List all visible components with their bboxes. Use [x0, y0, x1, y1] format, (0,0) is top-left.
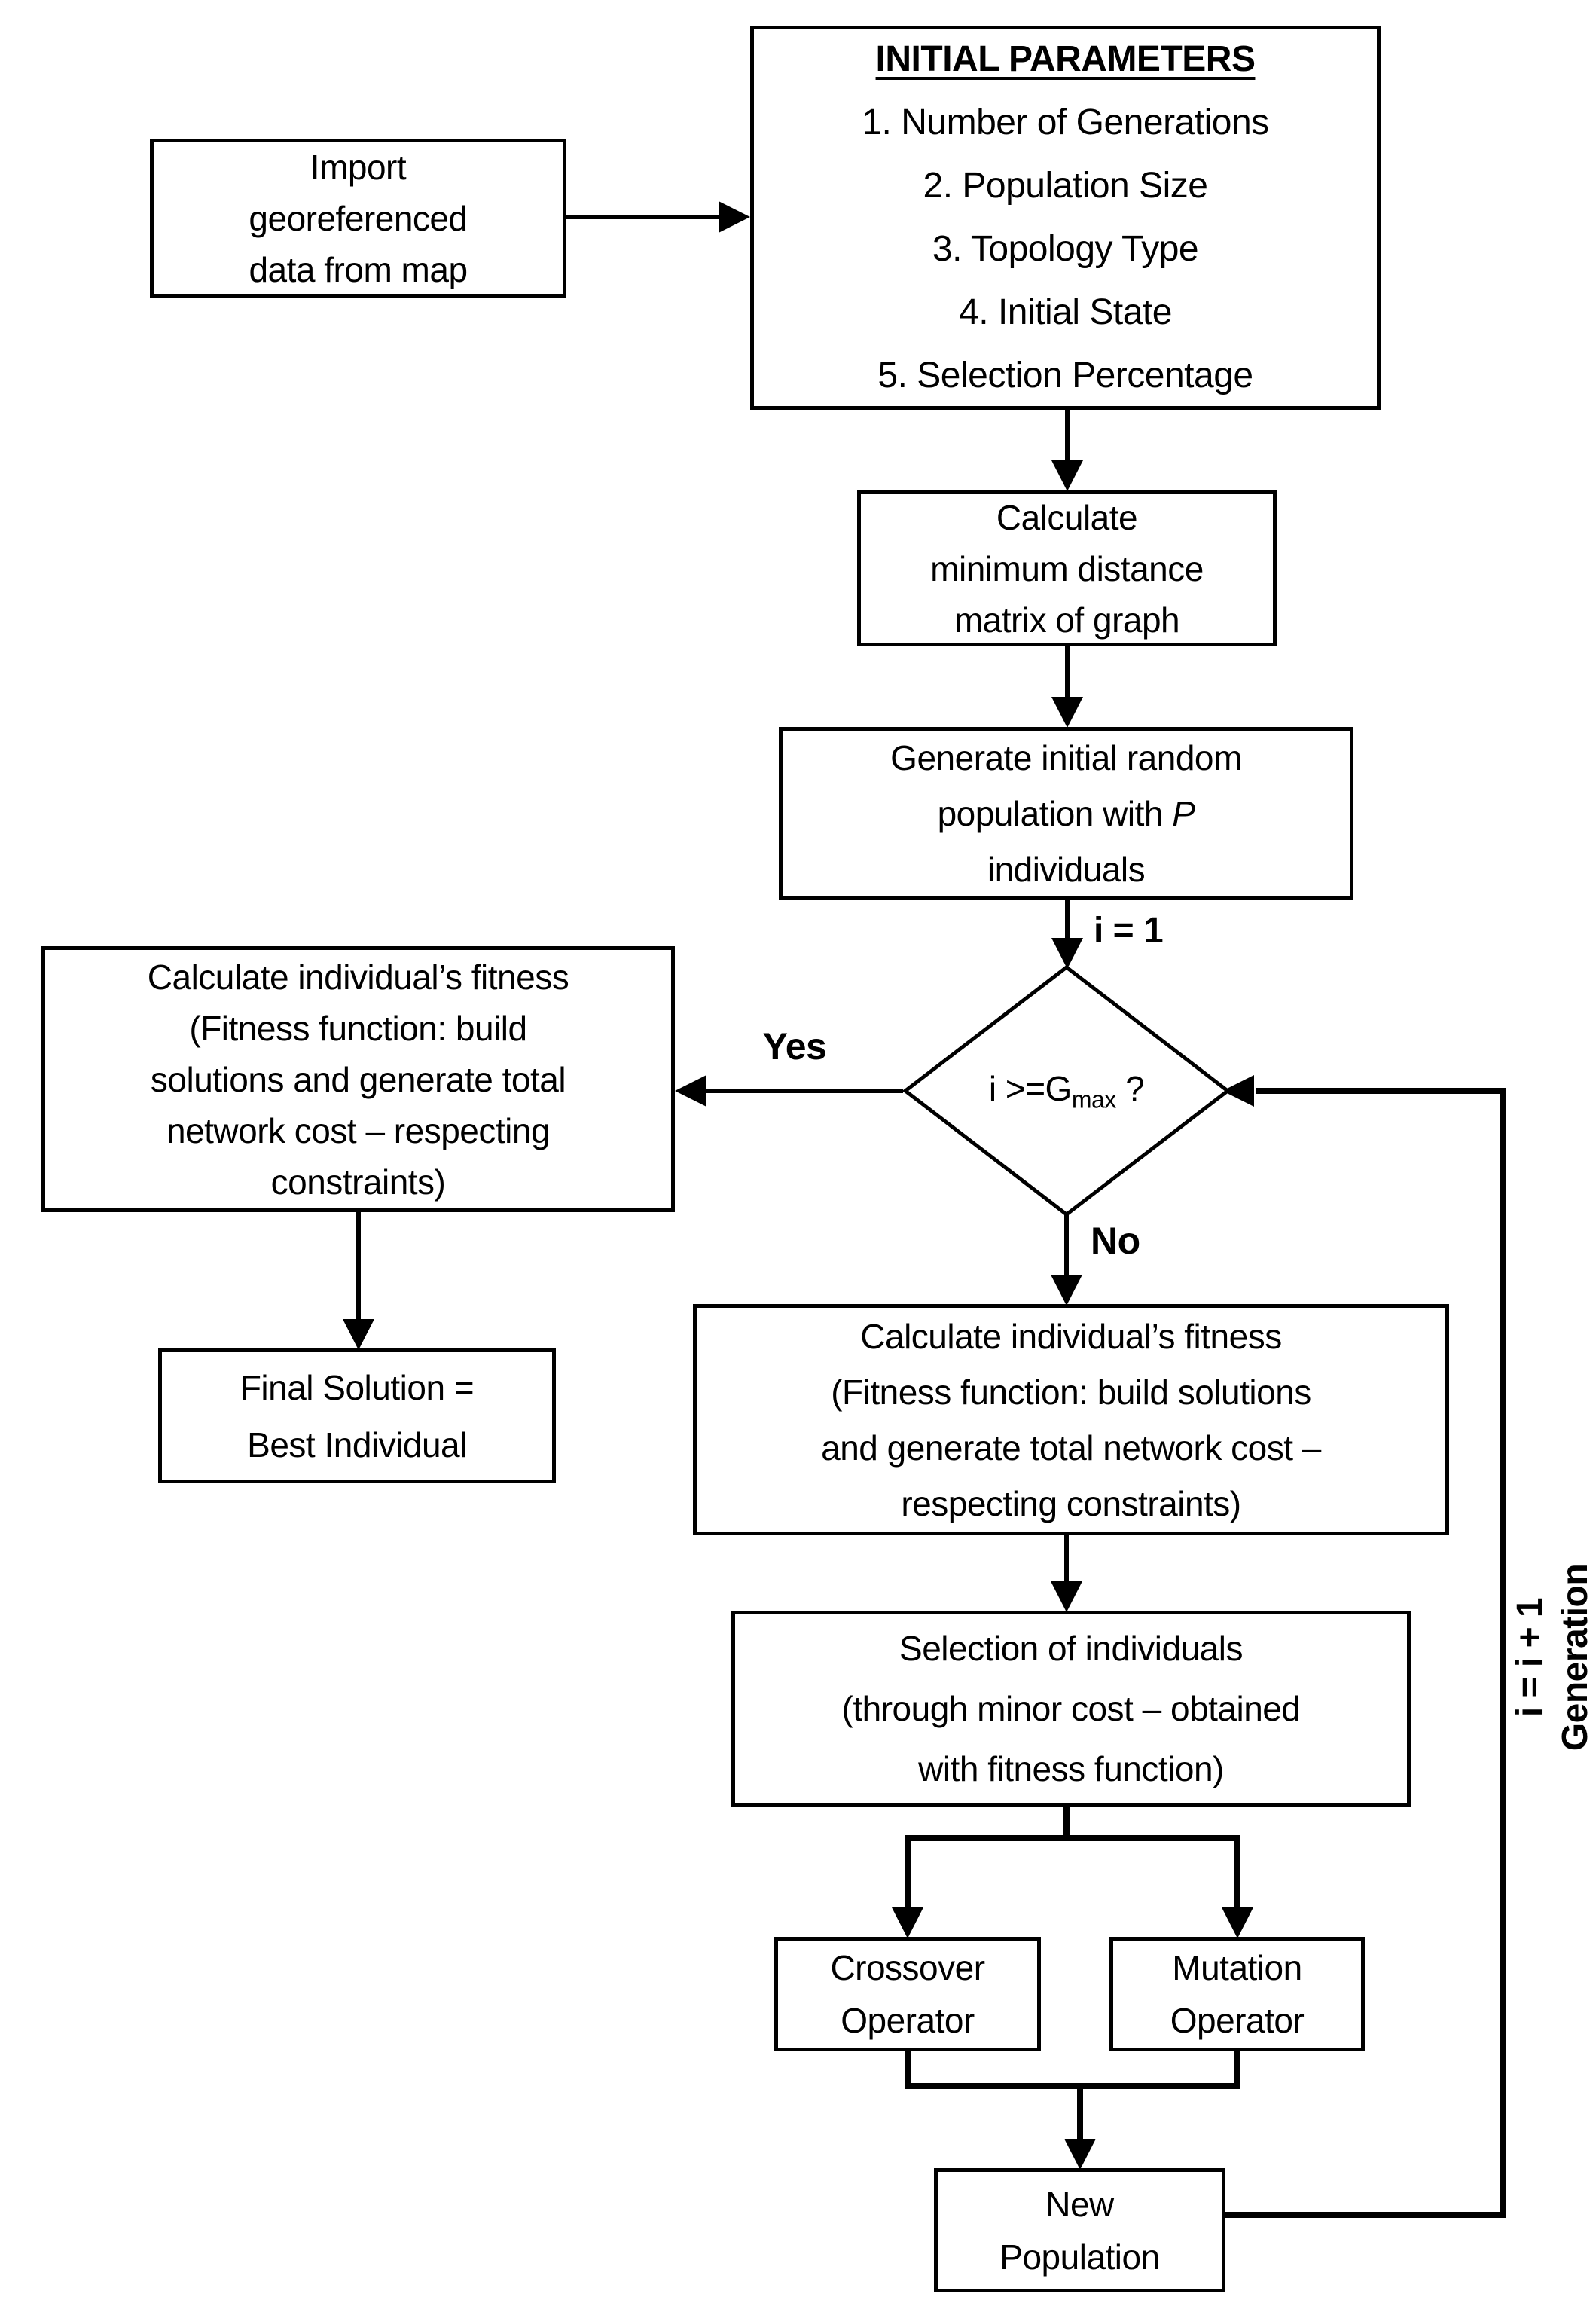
decision-prefix: i >=G: [988, 1068, 1073, 1108]
generate-population-suffix: individuals: [987, 850, 1146, 889]
params-item-initial-state: 4. Initial State: [959, 292, 1172, 332]
decision-expression: i >=Gmax ?: [988, 1068, 1145, 1114]
generation-line: Generation: [1555, 1563, 1595, 1752]
fitness-no-text: Calculate individual’s fitness (Fitness …: [821, 1316, 1321, 1523]
crossover-operator-text: Crossover Operator: [830, 1948, 985, 2040]
decision-subscript: max: [1071, 1086, 1116, 1113]
decision-diamond-shape: [902, 964, 1231, 1217]
initial-parameters-title: INITIAL PARAMETERS: [875, 39, 1256, 79]
split-to-operators: [905, 1804, 1240, 1909]
decision-suffix: ?: [1115, 1068, 1145, 1108]
generate-population-box: Generate initial random population with …: [779, 727, 1353, 900]
import-data-box: Import georeferenced data from map: [150, 139, 566, 298]
initial-parameters-box: INITIAL PARAMETERS 1. Number of Generati…: [750, 26, 1381, 410]
final-solution-text: Final Solution = Best Individual: [240, 1367, 475, 1465]
fitness-yes-text: Calculate individual’s fitness (Fitness …: [147, 957, 569, 1202]
arrow-lines: [356, 215, 1506, 2218]
loop-back-line: [1225, 1088, 1506, 2218]
label-generation-increment: i = i + 1 Generation: [1506, 1484, 1596, 1831]
params-item-topology-type: 3. Topology Type: [932, 229, 1199, 269]
params-item-generations: 1. Number of Generations: [862, 102, 1269, 142]
params-item-selection-percentage: 5. Selection Percentage: [877, 356, 1253, 396]
selection-box: Selection of individuals (through minor …: [731, 1611, 1411, 1807]
final-solution-box: Final Solution = Best Individual: [158, 1348, 556, 1483]
new-population-text: New Population: [999, 2184, 1160, 2277]
crossover-operator-box: Crossover Operator: [774, 1937, 1041, 2051]
generate-population-text: Generate initial random population with …: [890, 730, 1242, 897]
import-data-text: Import georeferenced data from map: [249, 147, 468, 289]
mutation-operator-text: Mutation Operator: [1170, 1948, 1305, 2040]
label-i-equals-1: i = 1: [1094, 911, 1164, 951]
generate-population-prefix: Generate initial random population with: [890, 738, 1242, 833]
increment-line: i = i + 1: [1510, 1597, 1550, 1718]
new-population-box: New Population: [934, 2168, 1225, 2292]
decision-diamond-label: i >=Gmax ?: [916, 1053, 1217, 1129]
selection-text: Selection of individuals (through minor …: [841, 1629, 1301, 1788]
arrowheads: [343, 201, 1254, 2170]
fitness-no-box: Calculate individual’s fitness (Fitness …: [693, 1304, 1449, 1535]
merge-from-operators: [905, 2049, 1240, 2140]
calc-distance-matrix-text: Calculate minimum distance matrix of gra…: [930, 497, 1204, 640]
population-symbol: P: [1172, 794, 1195, 833]
params-item-population-size: 2. Population Size: [923, 166, 1208, 206]
fitness-yes-box: Calculate individual’s fitness (Fitness …: [41, 946, 675, 1212]
calc-distance-matrix-box: Calculate minimum distance matrix of gra…: [857, 490, 1277, 646]
label-yes: Yes: [762, 1025, 827, 1067]
mutation-operator-box: Mutation Operator: [1109, 1937, 1365, 2051]
label-no: No: [1091, 1220, 1140, 1262]
